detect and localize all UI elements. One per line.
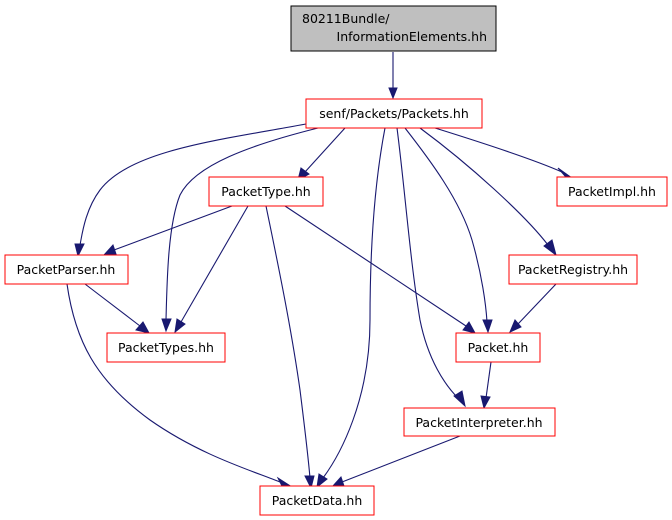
node-root-label-line2: InformationElements.hh <box>337 29 487 44</box>
edge-packets-to-packet <box>404 127 488 323</box>
arrowhead <box>304 475 315 490</box>
node-root-label-line1: 80211Bundle/ <box>302 11 390 26</box>
arrowhead <box>74 243 85 258</box>
edge-packets-to-packetparser <box>79 123 307 246</box>
node-packettype-hh-label: PacketType.hh <box>221 184 310 199</box>
arrowhead <box>316 473 328 489</box>
arrowhead <box>174 318 186 334</box>
arrowhead <box>543 239 557 257</box>
node-packetimpl-hh[interactable]: PacketImpl.hh <box>556 176 668 207</box>
edge-packets-to-packetdata <box>322 127 386 479</box>
arrowhead <box>161 318 172 333</box>
edges <box>66 52 573 490</box>
node-packet-hh[interactable]: Packet.hh <box>455 332 541 363</box>
edge-packets-to-packetregistry <box>419 127 549 246</box>
edge-packetinterpreter-to-packetdata <box>341 435 461 483</box>
edge-packetregistry-to-packet <box>517 283 557 325</box>
edge-packets-to-packetinterpreter <box>396 127 459 399</box>
edge-packets-to-packetimpl <box>434 127 563 173</box>
arrowhead <box>102 244 117 256</box>
edge-packettype-to-packettypes <box>180 205 249 323</box>
node-packetdata-hh-label: PacketData.hh <box>272 493 363 508</box>
node-packetimpl-hh-label: PacketImpl.hh <box>568 184 656 199</box>
node-packetparser-hh-label: PacketParser.hh <box>17 262 116 277</box>
edge-packettype-to-packet <box>284 205 467 327</box>
edge-packetparser-to-packettypes <box>84 283 141 327</box>
edge-packets-to-packettypes <box>165 127 319 321</box>
arrowhead <box>453 390 466 408</box>
node-packettype-hh[interactable]: PacketType.hh <box>208 176 324 207</box>
arrowhead <box>462 321 476 334</box>
node-packets-hh[interactable]: senf/Packets/Packets.hh <box>305 98 483 129</box>
arrowhead <box>509 319 522 333</box>
edge-packets-to-packettype <box>304 127 346 173</box>
node-packetinterpreter-hh-label: PacketInterpreter.hh <box>415 415 542 430</box>
nodes: 80211Bundle/ InformationElements.hh senf… <box>4 5 668 516</box>
node-packetinterpreter-hh[interactable]: PacketInterpreter.hh <box>403 407 556 437</box>
edge-packettype-to-packetparser <box>113 205 233 251</box>
node-packettypes-hh-label: PacketTypes.hh <box>118 340 214 355</box>
edge-packetparser-to-packetdata <box>66 283 281 483</box>
node-packetparser-hh[interactable]: PacketParser.hh <box>4 254 129 285</box>
edge-packettype-to-packetdata <box>265 205 311 479</box>
node-packetregistry-hh-label: PacketRegistry.hh <box>518 262 628 277</box>
node-packetregistry-hh[interactable]: PacketRegistry.hh <box>508 254 638 285</box>
arrowhead <box>482 319 493 334</box>
edge-packet-to-packetinterpreter <box>485 361 492 399</box>
node-packets-hh-label: senf/Packets/Packets.hh <box>319 106 469 121</box>
node-packetdata-hh[interactable]: PacketData.hh <box>259 485 375 516</box>
arrowhead <box>480 395 491 410</box>
arrowhead <box>135 321 150 334</box>
arrowhead <box>388 87 398 100</box>
node-root-informationelements[interactable]: 80211Bundle/ InformationElements.hh <box>290 5 497 52</box>
node-packettypes-hh[interactable]: PacketTypes.hh <box>106 332 226 363</box>
node-packet-hh-label: Packet.hh <box>468 340 529 355</box>
